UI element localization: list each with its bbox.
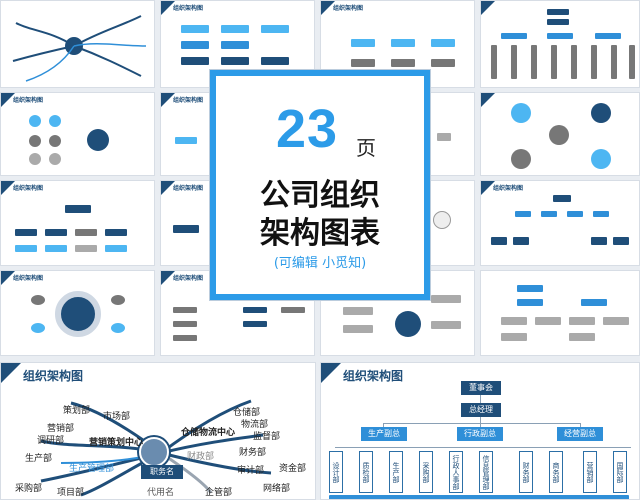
branch-label: 项目部 bbox=[57, 488, 85, 498]
branch-label: 仓储部 bbox=[233, 408, 261, 418]
thumb-org-c: 组织架构图 bbox=[480, 180, 640, 266]
thumb-org-d bbox=[480, 270, 640, 356]
cover-card: 23 页 公司组织 架构图表 (可编辑 小觅知) bbox=[210, 70, 430, 300]
branch-label: 营销策划中心 bbox=[89, 438, 144, 448]
thumb-partial-d bbox=[430, 180, 475, 266]
branch-label: 网络部 bbox=[263, 484, 291, 494]
dept-box: 营销部 bbox=[583, 451, 597, 493]
thumb-circles-b bbox=[480, 92, 640, 176]
dept-box: 信息管理部 bbox=[479, 451, 493, 493]
branch-label: 审计部 bbox=[237, 466, 265, 476]
cover-title-line1: 公司组织 bbox=[260, 178, 380, 213]
center-name: 职务名 bbox=[141, 465, 183, 479]
page-count: 23 bbox=[276, 99, 339, 159]
mindmap-panel: 组织架构图 职务名 代用名 策划部 市场部 营销部 调研部 生产部 采购部 项目… bbox=[0, 362, 316, 500]
branch-label: 仓储物流中心 bbox=[181, 428, 236, 438]
chairman-box: 董事会 bbox=[461, 381, 501, 395]
mindmap-branches bbox=[12, 15, 147, 82]
branch-label: 采购部 bbox=[15, 484, 43, 494]
thumb-partial-a: 组织架构图 bbox=[160, 92, 210, 176]
dept-box: 采购部 bbox=[419, 451, 433, 493]
dept-box: 质检部 bbox=[359, 451, 373, 493]
mindmap-lines bbox=[40, 399, 272, 497]
vp-box: 行政副总 bbox=[457, 427, 503, 441]
vp-box: 经营副总 bbox=[557, 427, 603, 441]
orgchart-title: 组织架构图 bbox=[343, 369, 404, 383]
branch-label: 生产部 bbox=[25, 454, 53, 464]
branch-label: 生产管理部 bbox=[69, 464, 115, 474]
branch-label: 资金部 bbox=[279, 464, 307, 474]
thumb-ring: 组织架构图 bbox=[0, 270, 155, 356]
page-unit: 页 bbox=[356, 136, 376, 160]
branch-label: 调研部 bbox=[37, 436, 65, 446]
dept-box: 设计部 bbox=[329, 451, 343, 493]
thumb-circles-a: 组织架构图 bbox=[0, 92, 155, 176]
cover-subtitle: (可编辑 小觅知) bbox=[273, 256, 367, 271]
thumb-org-b: 组织架构图 bbox=[0, 180, 155, 266]
dept-box: 国际部 bbox=[613, 451, 627, 493]
center-sub: 代用名 bbox=[147, 488, 175, 498]
branch-label: 企管部 bbox=[205, 488, 233, 498]
mindmap-title: 组织架构图 bbox=[23, 369, 84, 383]
branch-label: 监督部 bbox=[253, 432, 281, 442]
dept-box: 行政人事部 bbox=[449, 451, 463, 493]
branch-label: 策划部 bbox=[63, 406, 91, 416]
thumb-org-a bbox=[480, 0, 640, 88]
thumb-mindmap bbox=[0, 0, 155, 88]
cover-title-line2: 架构图表 bbox=[260, 216, 380, 251]
avatar bbox=[139, 437, 169, 467]
thumb-partial-b bbox=[430, 92, 475, 176]
dept-box: 财务部 bbox=[519, 451, 533, 493]
vp-box: 生产副总 bbox=[361, 427, 407, 441]
dept-box: 生产部 bbox=[389, 451, 403, 493]
gm-box: 总经理 bbox=[461, 403, 501, 417]
branch-label: 市场部 bbox=[103, 412, 131, 422]
branch-label: 财务部 bbox=[239, 448, 267, 458]
branch-label: 财政部 bbox=[187, 452, 215, 462]
dept-box: 商务部 bbox=[549, 451, 563, 493]
orgchart-panel: 组织架构图 董事会 总经理 生产副总 行政副总 经营副总 设计部 质检部 生产部… bbox=[320, 362, 640, 500]
branch-label: 物流部 bbox=[241, 420, 269, 430]
thumb-partial-c: 组织架构图 bbox=[160, 180, 210, 266]
branch-label: 营销部 bbox=[47, 424, 75, 434]
